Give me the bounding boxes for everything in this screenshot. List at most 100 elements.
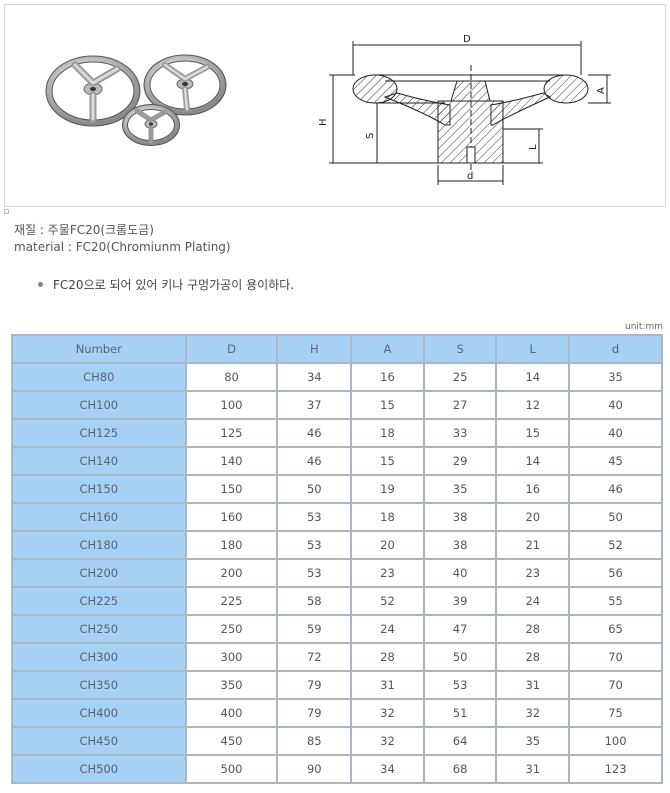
- cell-number: CH140: [13, 448, 185, 474]
- dimension-lines: [329, 41, 611, 185]
- cell-value: 39: [424, 588, 496, 614]
- dim-label-h: H: [318, 118, 329, 126]
- cell-value: 55: [570, 588, 661, 614]
- cell-value: 100: [570, 728, 661, 754]
- cell-value: 72: [278, 644, 351, 670]
- table-header-row: Number D H A S L d: [13, 336, 661, 362]
- cell-value: 80: [186, 364, 277, 390]
- cell-number: CH500: [13, 756, 185, 782]
- dim-label-d-upper: D: [463, 34, 471, 45]
- cell-number: CH200: [13, 560, 185, 586]
- cell-value: 24: [352, 616, 423, 642]
- cell-value: 29: [424, 448, 496, 474]
- feature-note-text: FC20으로 되어 있어 키나 구멍가공이 용이하다.: [53, 278, 295, 292]
- cell-value: 40: [424, 560, 496, 586]
- cell-number: CH400: [13, 700, 185, 726]
- cell-value: 35: [424, 476, 496, 502]
- cell-value: 225: [186, 588, 277, 614]
- cell-value: 23: [352, 560, 423, 586]
- dim-label-s: S: [365, 133, 376, 139]
- handwheel-illustration: D H S A L d: [45, 34, 611, 185]
- cell-value: 28: [497, 616, 569, 642]
- cell-value: 140: [186, 448, 277, 474]
- cell-number: CH150: [13, 476, 185, 502]
- header-a: A: [352, 336, 423, 362]
- product-image-panel: D H S A L d: [4, 4, 666, 207]
- cell-value: 59: [278, 616, 351, 642]
- cell-value: 52: [570, 532, 661, 558]
- cell-value: 50: [424, 644, 496, 670]
- material-english: material : FC20(Chromiunm Plating): [14, 240, 231, 254]
- cell-value: 19: [352, 476, 423, 502]
- cell-value: 24: [497, 588, 569, 614]
- cell-value: 34: [352, 756, 423, 782]
- cell-value: 53: [278, 560, 351, 586]
- cell-value: 38: [424, 504, 496, 530]
- image-marker: [4, 209, 9, 214]
- cell-value: 20: [497, 504, 569, 530]
- cell-value: 14: [497, 448, 569, 474]
- header-l: L: [497, 336, 569, 362]
- cell-value: 160: [186, 504, 277, 530]
- cell-value: 27: [424, 392, 496, 418]
- cell-value: 35: [570, 364, 661, 390]
- cell-value: 56: [570, 560, 661, 586]
- cell-value: 64: [424, 728, 496, 754]
- cell-value: 53: [278, 532, 351, 558]
- header-s: S: [424, 336, 496, 362]
- cell-value: 53: [278, 504, 351, 530]
- cell-value: 85: [278, 728, 351, 754]
- cell-number: CH350: [13, 672, 185, 698]
- cell-number: CH80: [13, 364, 185, 390]
- cell-value: 18: [352, 420, 423, 446]
- cell-value: 40: [570, 392, 661, 418]
- cell-value: 500: [186, 756, 277, 782]
- cell-value: 45: [570, 448, 661, 474]
- cell-value: 250: [186, 616, 277, 642]
- cell-value: 20: [352, 532, 423, 558]
- unit-label: unit:mm: [624, 322, 663, 332]
- cell-value: 16: [497, 476, 569, 502]
- material-korean: 재질 : 주물FC20(크롬도금): [14, 223, 154, 237]
- cell-value: 33: [424, 420, 496, 446]
- header-number: Number: [13, 336, 185, 362]
- cell-number: CH250: [13, 616, 185, 642]
- cell-value: 46: [278, 420, 351, 446]
- cell-number: CH180: [13, 532, 185, 558]
- dim-label-l: L: [528, 144, 539, 150]
- handwheel-photo: [45, 54, 227, 146]
- cell-value: 50: [570, 504, 661, 530]
- header-h: H: [278, 336, 351, 362]
- cell-value: 79: [278, 672, 351, 698]
- cell-number: CH300: [13, 644, 185, 670]
- cell-value: 58: [278, 588, 351, 614]
- cell-value: 23: [497, 560, 569, 586]
- cell-value: 300: [186, 644, 277, 670]
- dim-label-d-lower: d: [467, 171, 473, 182]
- cell-value: 350: [186, 672, 277, 698]
- cell-value: 14: [497, 364, 569, 390]
- cell-value: 18: [352, 504, 423, 530]
- cell-value: 40: [570, 420, 661, 446]
- cell-number: CH450: [13, 728, 185, 754]
- feature-note: FC20으로 되어 있어 키나 구멍가공이 용이하다.: [38, 276, 294, 293]
- cell-value: 400: [186, 700, 277, 726]
- cell-value: 31: [352, 672, 423, 698]
- cell-value: 21: [497, 532, 569, 558]
- cell-value: 65: [570, 616, 661, 642]
- cell-value: 70: [570, 644, 661, 670]
- cell-value: 28: [497, 644, 569, 670]
- cell-value: 123: [570, 756, 661, 782]
- cell-number: CH100: [13, 392, 185, 418]
- dim-label-a: A: [596, 87, 607, 94]
- cell-number: CH125: [13, 420, 185, 446]
- cell-value: 52: [352, 588, 423, 614]
- header-d-small: d: [570, 336, 661, 362]
